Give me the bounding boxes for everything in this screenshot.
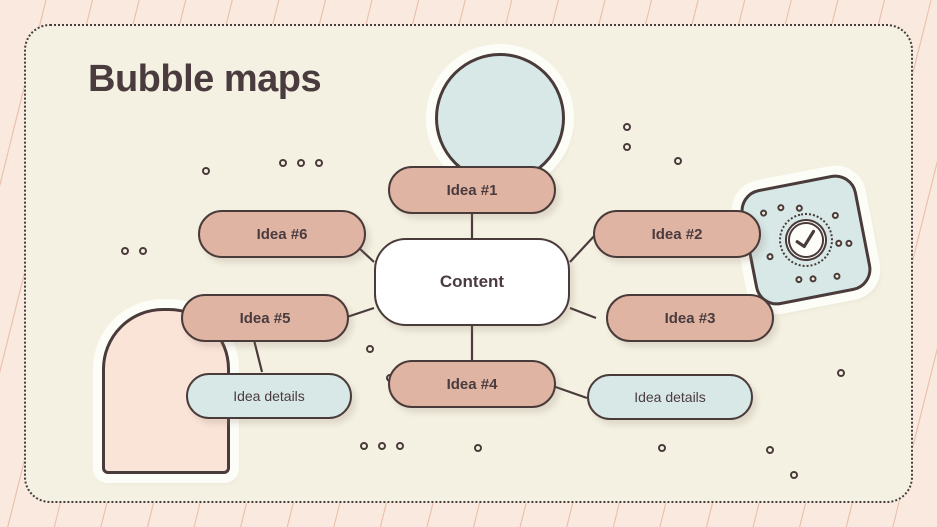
decorative-dot xyxy=(202,167,210,175)
badge-dot xyxy=(795,204,804,213)
check-mark-icon xyxy=(774,208,838,272)
idea-node-2-label: Idea #2 xyxy=(651,225,703,243)
idea-node-4-label: Idea #4 xyxy=(446,375,498,393)
badge-dot xyxy=(831,211,840,220)
decorative-dot xyxy=(297,159,305,167)
idea-node-4[interactable]: Idea #4 xyxy=(388,360,556,408)
decorative-dot xyxy=(766,446,774,454)
decorative-dot xyxy=(790,471,798,479)
decorative-dot xyxy=(474,444,482,452)
decorative-dot xyxy=(396,442,404,450)
decorative-dot xyxy=(315,159,323,167)
slide-card: Bubble maps xyxy=(24,24,913,503)
decorative-dot xyxy=(674,157,682,165)
check-badge-icon xyxy=(736,170,876,310)
idea-details-node-left-label: Idea details xyxy=(233,388,305,404)
badge-dot xyxy=(794,275,804,284)
decorative-dot xyxy=(623,123,631,131)
badge-dot xyxy=(808,274,818,283)
idea-node-3[interactable]: Idea #3 xyxy=(606,294,774,342)
decorative-dot xyxy=(121,247,129,255)
center-node[interactable]: Content xyxy=(374,238,570,326)
idea-node-1[interactable]: Idea #1 xyxy=(388,166,556,214)
idea-node-2[interactable]: Idea #2 xyxy=(593,210,761,258)
decorative-dot xyxy=(366,345,374,353)
idea-details-node-right-label: Idea details xyxy=(634,389,706,405)
decorative-dot xyxy=(658,444,666,452)
badge-dot xyxy=(844,239,854,248)
decorative-dot xyxy=(623,143,631,151)
badge-dot xyxy=(832,272,842,281)
badge-dot xyxy=(776,203,785,212)
idea-node-6-label: Idea #6 xyxy=(256,225,308,243)
decorative-dot xyxy=(837,369,845,377)
idea-node-5-label: Idea #5 xyxy=(239,309,291,327)
idea-node-1-label: Idea #1 xyxy=(446,181,498,199)
page-title: Bubble maps xyxy=(88,58,322,100)
idea-details-node-right[interactable]: Idea details xyxy=(587,374,753,420)
decorative-dot xyxy=(378,442,386,450)
decorative-dot xyxy=(139,247,147,255)
idea-details-node-left[interactable]: Idea details xyxy=(186,373,352,419)
idea-node-3-label: Idea #3 xyxy=(664,309,716,327)
decorative-circle xyxy=(435,53,565,183)
idea-node-6[interactable]: Idea #6 xyxy=(198,210,366,258)
center-node-label: Content xyxy=(439,272,505,291)
decorative-dot xyxy=(279,159,287,167)
decorative-dot xyxy=(360,442,368,450)
badge-dot xyxy=(759,208,768,218)
badge-dot xyxy=(834,239,843,248)
badge-dot xyxy=(765,252,775,261)
idea-node-5[interactable]: Idea #5 xyxy=(181,294,349,342)
